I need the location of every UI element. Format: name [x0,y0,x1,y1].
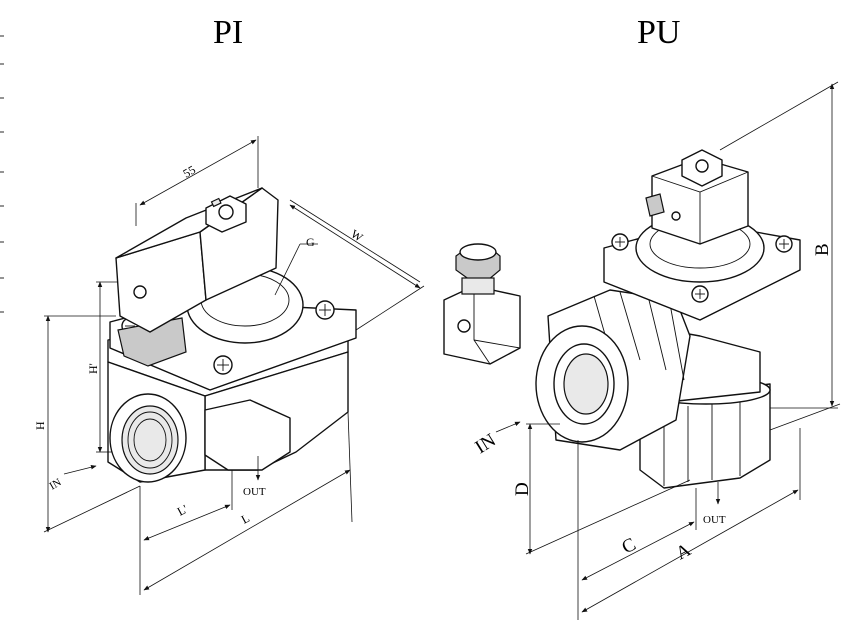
pu-label-d: D [512,482,533,496]
pi-label-h1: H' [86,363,100,374]
pu-valve [535,149,801,489]
pi-label-in: IN [48,476,64,492]
pi-inlet-thread [121,405,179,475]
pu-label-c: C [618,534,639,558]
pu-label-in: IN [472,430,500,459]
pu-label-b: B [812,243,833,256]
pi-dimensions [43,136,425,595]
title-pu: PU [637,14,680,51]
pu-label-a: A [672,539,694,564]
edge-ticks [0,35,4,313]
pi-label-out: OUT [243,486,266,498]
pi-label-g: G [306,235,315,249]
pi-label-h: H [33,421,47,430]
pu-label-out: OUT [703,514,726,526]
pu-spare-connector [443,243,521,365]
pi-label-l: L [239,511,252,527]
pu-screw-2 [775,235,793,253]
pu-screw-1 [611,233,629,251]
pi-label-l1: L' [175,502,190,519]
title-pi: PI [213,14,243,51]
pu-dimensions [495,81,841,620]
pi-label-w: W [348,227,366,245]
pi-coil-hole [133,285,147,299]
pi-label-55: 55 [181,162,198,180]
pi-valve [107,187,357,483]
pu-screw-3 [691,285,709,303]
pi-outlet-stub [204,399,291,471]
pi-screw-1 [315,300,335,320]
pi-screw-2 [213,355,233,375]
